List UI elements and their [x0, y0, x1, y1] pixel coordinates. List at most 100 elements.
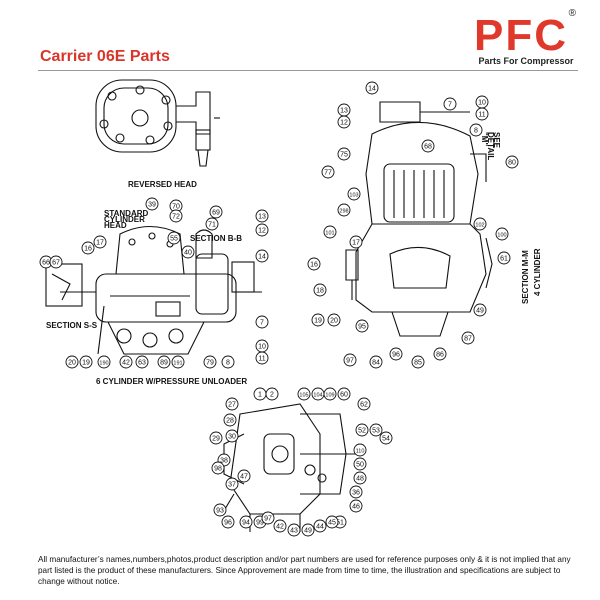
caption-six-cylinder: 6 CYLINDER W/PRESSURE UNLOADER [96, 377, 247, 386]
caption-reversed-head: REVERSED HEAD [128, 180, 197, 189]
callout-label: 52 [358, 428, 366, 435]
callout-97: 97 [343, 353, 357, 367]
callout-label: 19 [82, 360, 90, 367]
callout-7: 7 [255, 315, 269, 329]
callout-87: 87 [461, 331, 475, 345]
callout-86: 86 [433, 347, 447, 361]
callout-75: 75 [337, 147, 351, 161]
callout-label: 17 [352, 240, 360, 247]
callout-label: 71 [208, 222, 216, 229]
pfc-logo-mark: PFC [474, 11, 568, 60]
callout-54: 54 [379, 431, 393, 445]
diagram-canvas: REVERSED HEAD STANDARD CYLINDER HEAD SEC… [39, 79, 542, 537]
callout-label: 13 [340, 108, 348, 115]
callout-12: 12 [337, 115, 351, 129]
callout-label: 61 [500, 256, 508, 263]
callout-label: 105 [299, 393, 308, 399]
callout-60: 60 [337, 387, 351, 401]
callout-19: 19 [311, 313, 325, 327]
callout-label: 40 [184, 250, 192, 257]
callout-label: 54 [382, 436, 390, 443]
callout-46: 46 [349, 499, 363, 513]
callout-label: 47 [240, 474, 248, 481]
callout-53: 53 [369, 423, 383, 437]
callout-label: 191 [173, 361, 182, 367]
caption-standard-head-line3: HEAD [104, 221, 127, 230]
callout-label: 8 [474, 128, 478, 135]
caption-see-detail-line1: SEE [492, 132, 501, 149]
callout-label: 30 [228, 434, 236, 441]
callout-105: 105 [297, 387, 311, 401]
callout-71: 71 [205, 217, 219, 231]
callout-label: 85 [414, 360, 422, 367]
callout-label: 29 [212, 436, 220, 443]
callout-12: 12 [255, 223, 269, 237]
callout-label: 79 [206, 360, 214, 367]
callout-label: 75 [340, 152, 348, 159]
callout-50: 50 [353, 457, 367, 471]
callout-110: 110 [353, 443, 367, 457]
callout-16: 16 [307, 257, 321, 271]
callout-label: 102 [475, 223, 484, 229]
callout-84: 84 [369, 355, 383, 369]
callout-label: 12 [258, 228, 266, 235]
callout-label: 37 [228, 482, 236, 489]
caption-section-mm: SECTION M-M [521, 250, 530, 304]
callout-98: 98 [211, 461, 225, 475]
callout-label: 2 [270, 392, 274, 399]
callout-label: 190 [99, 361, 108, 367]
callout-label: 1 [258, 392, 262, 399]
callout-49: 49 [301, 523, 315, 537]
callout-label: 93 [216, 508, 224, 515]
callout-298: 298 [337, 203, 351, 217]
callout-20: 20 [65, 355, 79, 369]
callout-18: 18 [313, 283, 327, 297]
callout-11: 11 [475, 107, 489, 121]
callout-label: 46 [352, 504, 360, 511]
callout-label: 99 [256, 520, 264, 527]
callout-label: 89 [160, 360, 168, 367]
callout-label: 39 [148, 202, 156, 209]
callout-68: 68 [421, 139, 435, 153]
callout-label: 14 [368, 86, 376, 93]
pfc-logo: PFC ® Parts For Compressor [470, 8, 582, 72]
callout-85: 85 [411, 355, 425, 369]
caption-see-detail: SEE DETAIL "M" [480, 132, 501, 162]
callout-label: 80 [508, 160, 516, 167]
callout-27: 27 [225, 397, 239, 411]
bottom-exploded-illustration [221, 403, 360, 532]
callout-72: 72 [169, 209, 183, 223]
callout-label: 53 [372, 428, 380, 435]
callout-102: 102 [473, 217, 487, 231]
callout-10: 10 [475, 95, 489, 109]
callout-label: 104 [313, 393, 322, 399]
callout-label: 10 [258, 344, 266, 351]
callout-80: 80 [505, 155, 519, 169]
callout-69: 69 [209, 205, 223, 219]
callout-63: 63 [135, 355, 149, 369]
caption-standard-head: STANDARD CYLINDER HEAD [104, 209, 151, 230]
callout-77: 77 [321, 165, 335, 179]
callout-label: 66 [42, 260, 50, 267]
callout-93: 93 [213, 503, 227, 517]
callout-label: 7 [448, 102, 452, 109]
callout-label: 28 [226, 418, 234, 425]
caption-standard-head-line2: CYLINDER [104, 215, 145, 224]
callout-label: 86 [436, 352, 444, 359]
callout-label: 48 [356, 476, 364, 483]
callout-label: 87 [464, 336, 472, 343]
pfc-logo-letters: PFC [474, 11, 568, 56]
callout-28: 28 [223, 413, 237, 427]
callout-61: 61 [497, 251, 511, 265]
callout-label: 44 [316, 524, 324, 531]
callout-190: 190 [97, 355, 111, 369]
callout-label: 96 [392, 352, 400, 359]
callout-17: 17 [349, 235, 363, 249]
callout-55: 55 [167, 231, 181, 245]
callout-14: 14 [255, 249, 269, 263]
callout-label: 110 [356, 449, 365, 455]
callout-95: 95 [355, 319, 369, 333]
callout-label: 60 [340, 392, 348, 399]
callout-label: 84 [372, 360, 380, 367]
callout-label: 67 [52, 260, 60, 267]
